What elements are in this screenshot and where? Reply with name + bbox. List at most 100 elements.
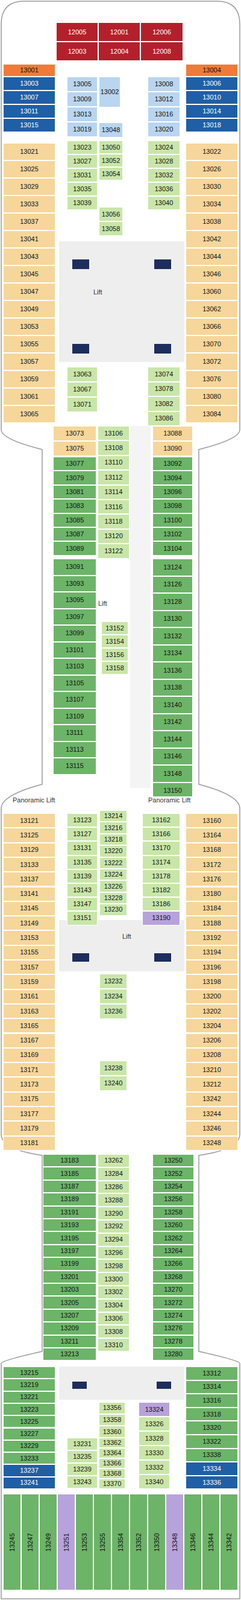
cabin-number: 13093	[65, 579, 85, 587]
cabin-number: 13245	[9, 1530, 16, 1550]
cabin-box: 13366	[98, 1456, 126, 1467]
cabin-box: 13049	[3, 300, 56, 318]
cabin-number: 13065	[19, 410, 39, 417]
cabin-box: 13014	[185, 104, 238, 119]
cabin-number: 13012	[154, 95, 174, 103]
cabin-box: 13292	[97, 1218, 130, 1232]
cabin-box: 13021	[3, 142, 56, 161]
cabin-number: 13008	[154, 80, 174, 88]
cabin-number: 13113	[65, 745, 84, 752]
cabin-number: 13370	[103, 1478, 122, 1486]
cabin-box: 13143	[66, 882, 98, 896]
cabin-box: 13214	[99, 809, 128, 821]
cabin-box: 13200	[185, 988, 238, 1003]
cabin-box: 13030	[185, 177, 238, 196]
cabin-box: 13115	[53, 756, 97, 774]
cabin-number: 13149	[19, 918, 39, 926]
cabin-number: 13001	[19, 66, 39, 74]
cabin-box: 13320	[185, 1418, 238, 1433]
cabin-box: 13166	[142, 826, 181, 840]
cabin-number: 13338	[202, 1449, 222, 1457]
cabin-box: 13037	[3, 212, 56, 231]
cabin-box: 13144	[152, 729, 193, 748]
cabin-number: 13096	[163, 488, 182, 495]
cabin-box: 13212	[185, 1075, 238, 1090]
cabin-box: 13270	[152, 1281, 195, 1295]
cabin-box: 13258	[152, 1204, 195, 1218]
cabin-number: 13105	[65, 679, 85, 686]
cabin-number: 13350	[153, 1530, 161, 1550]
cabin-number: 12004	[110, 48, 129, 55]
cabin-box: 13156	[101, 647, 129, 661]
cabin-number: 13192	[202, 933, 222, 940]
cabin-number: 13097	[65, 612, 85, 620]
cabin-box: 13128	[152, 592, 193, 610]
cabin-box: 13330	[138, 1443, 170, 1459]
cabin-box: 13180	[185, 885, 238, 901]
cabin-number: 13100	[163, 516, 182, 523]
area-label: Lift	[120, 931, 134, 940]
cabin-number: 13020	[154, 125, 174, 133]
cabin-number: 13058	[101, 225, 121, 232]
cabin-number: 13300	[104, 1274, 123, 1281]
cabin-box: 13140	[152, 695, 193, 713]
cabin-box: 13237	[3, 1462, 56, 1475]
cabin-box: 12004	[98, 41, 141, 61]
cabin-number: 13209	[60, 1323, 79, 1330]
cabin-number: 13336	[202, 1477, 222, 1484]
cabin-box: 13009	[66, 91, 98, 107]
cabin-box: 13358	[98, 1412, 126, 1425]
cabin-box: 13181	[3, 1134, 56, 1149]
cabin-box: 13233	[3, 1450, 56, 1463]
cabin-number: 13205	[60, 1297, 79, 1305]
cabin-box: 13268	[152, 1268, 195, 1282]
lift-shaft	[156, 1379, 172, 1387]
cabin-box: 12008	[140, 41, 184, 61]
cabin-number: 13235	[72, 1451, 92, 1459]
cabin-number: 13043	[19, 253, 39, 260]
cabin-box: 13202	[185, 1002, 238, 1018]
cabin-box: 13254	[152, 1178, 195, 1192]
cabin-number: 13141	[19, 889, 39, 896]
cabin-number: 13167	[19, 1035, 39, 1043]
cabin-number: 13028	[154, 157, 174, 165]
cabin-box: 13058	[98, 221, 123, 236]
cabin-number: 13011	[20, 107, 39, 115]
cabin-number: 13179	[19, 1123, 39, 1131]
cabin-box: 13131	[66, 839, 98, 854]
cabin-box: 13111	[53, 723, 97, 741]
cabin-number: 13219	[19, 1379, 39, 1387]
cabin-box: 13101	[53, 641, 97, 658]
cabin-box: 13191	[42, 1204, 97, 1218]
cabin-box: 13322	[185, 1432, 238, 1447]
cabin-box: 13078	[147, 381, 181, 397]
cabin-number: 13152	[105, 624, 125, 631]
cabin-number: 13077	[65, 459, 85, 467]
cabin-box: 13016	[147, 106, 181, 122]
cabin-number: 13054	[101, 170, 121, 178]
cabin-number: 13002	[100, 88, 120, 96]
cabin-number: 13204	[202, 1021, 222, 1028]
cabin-box: 13228	[99, 891, 128, 903]
cabin-box: 13080	[185, 387, 238, 405]
cabin-box: 13210	[185, 1061, 238, 1076]
cabin-number: 13233	[19, 1453, 39, 1460]
cabin-number: 13161	[19, 991, 39, 999]
cabin-box: 13207	[42, 1307, 97, 1321]
cabin-number: 13153	[19, 933, 39, 940]
cabin-number: 13252	[163, 1168, 183, 1176]
cabin-box: 13100	[152, 512, 193, 527]
cabin-box: 13012	[147, 91, 181, 107]
cabin-number: 13085	[65, 516, 85, 523]
cabin-box: 13186	[142, 895, 181, 910]
cabin-box: 13370	[98, 1476, 126, 1487]
cabin-box: 13346	[183, 1491, 202, 1589]
cabin-number: 13087	[65, 530, 85, 537]
cabin-number: 13135	[72, 857, 92, 865]
cabin-box: 13094	[152, 469, 193, 484]
cabin-number: 13171	[19, 1065, 39, 1072]
cabin-number: 13358	[103, 1414, 122, 1422]
cabin-number: 13003	[19, 80, 39, 87]
cabin-number: 13185	[60, 1168, 79, 1176]
